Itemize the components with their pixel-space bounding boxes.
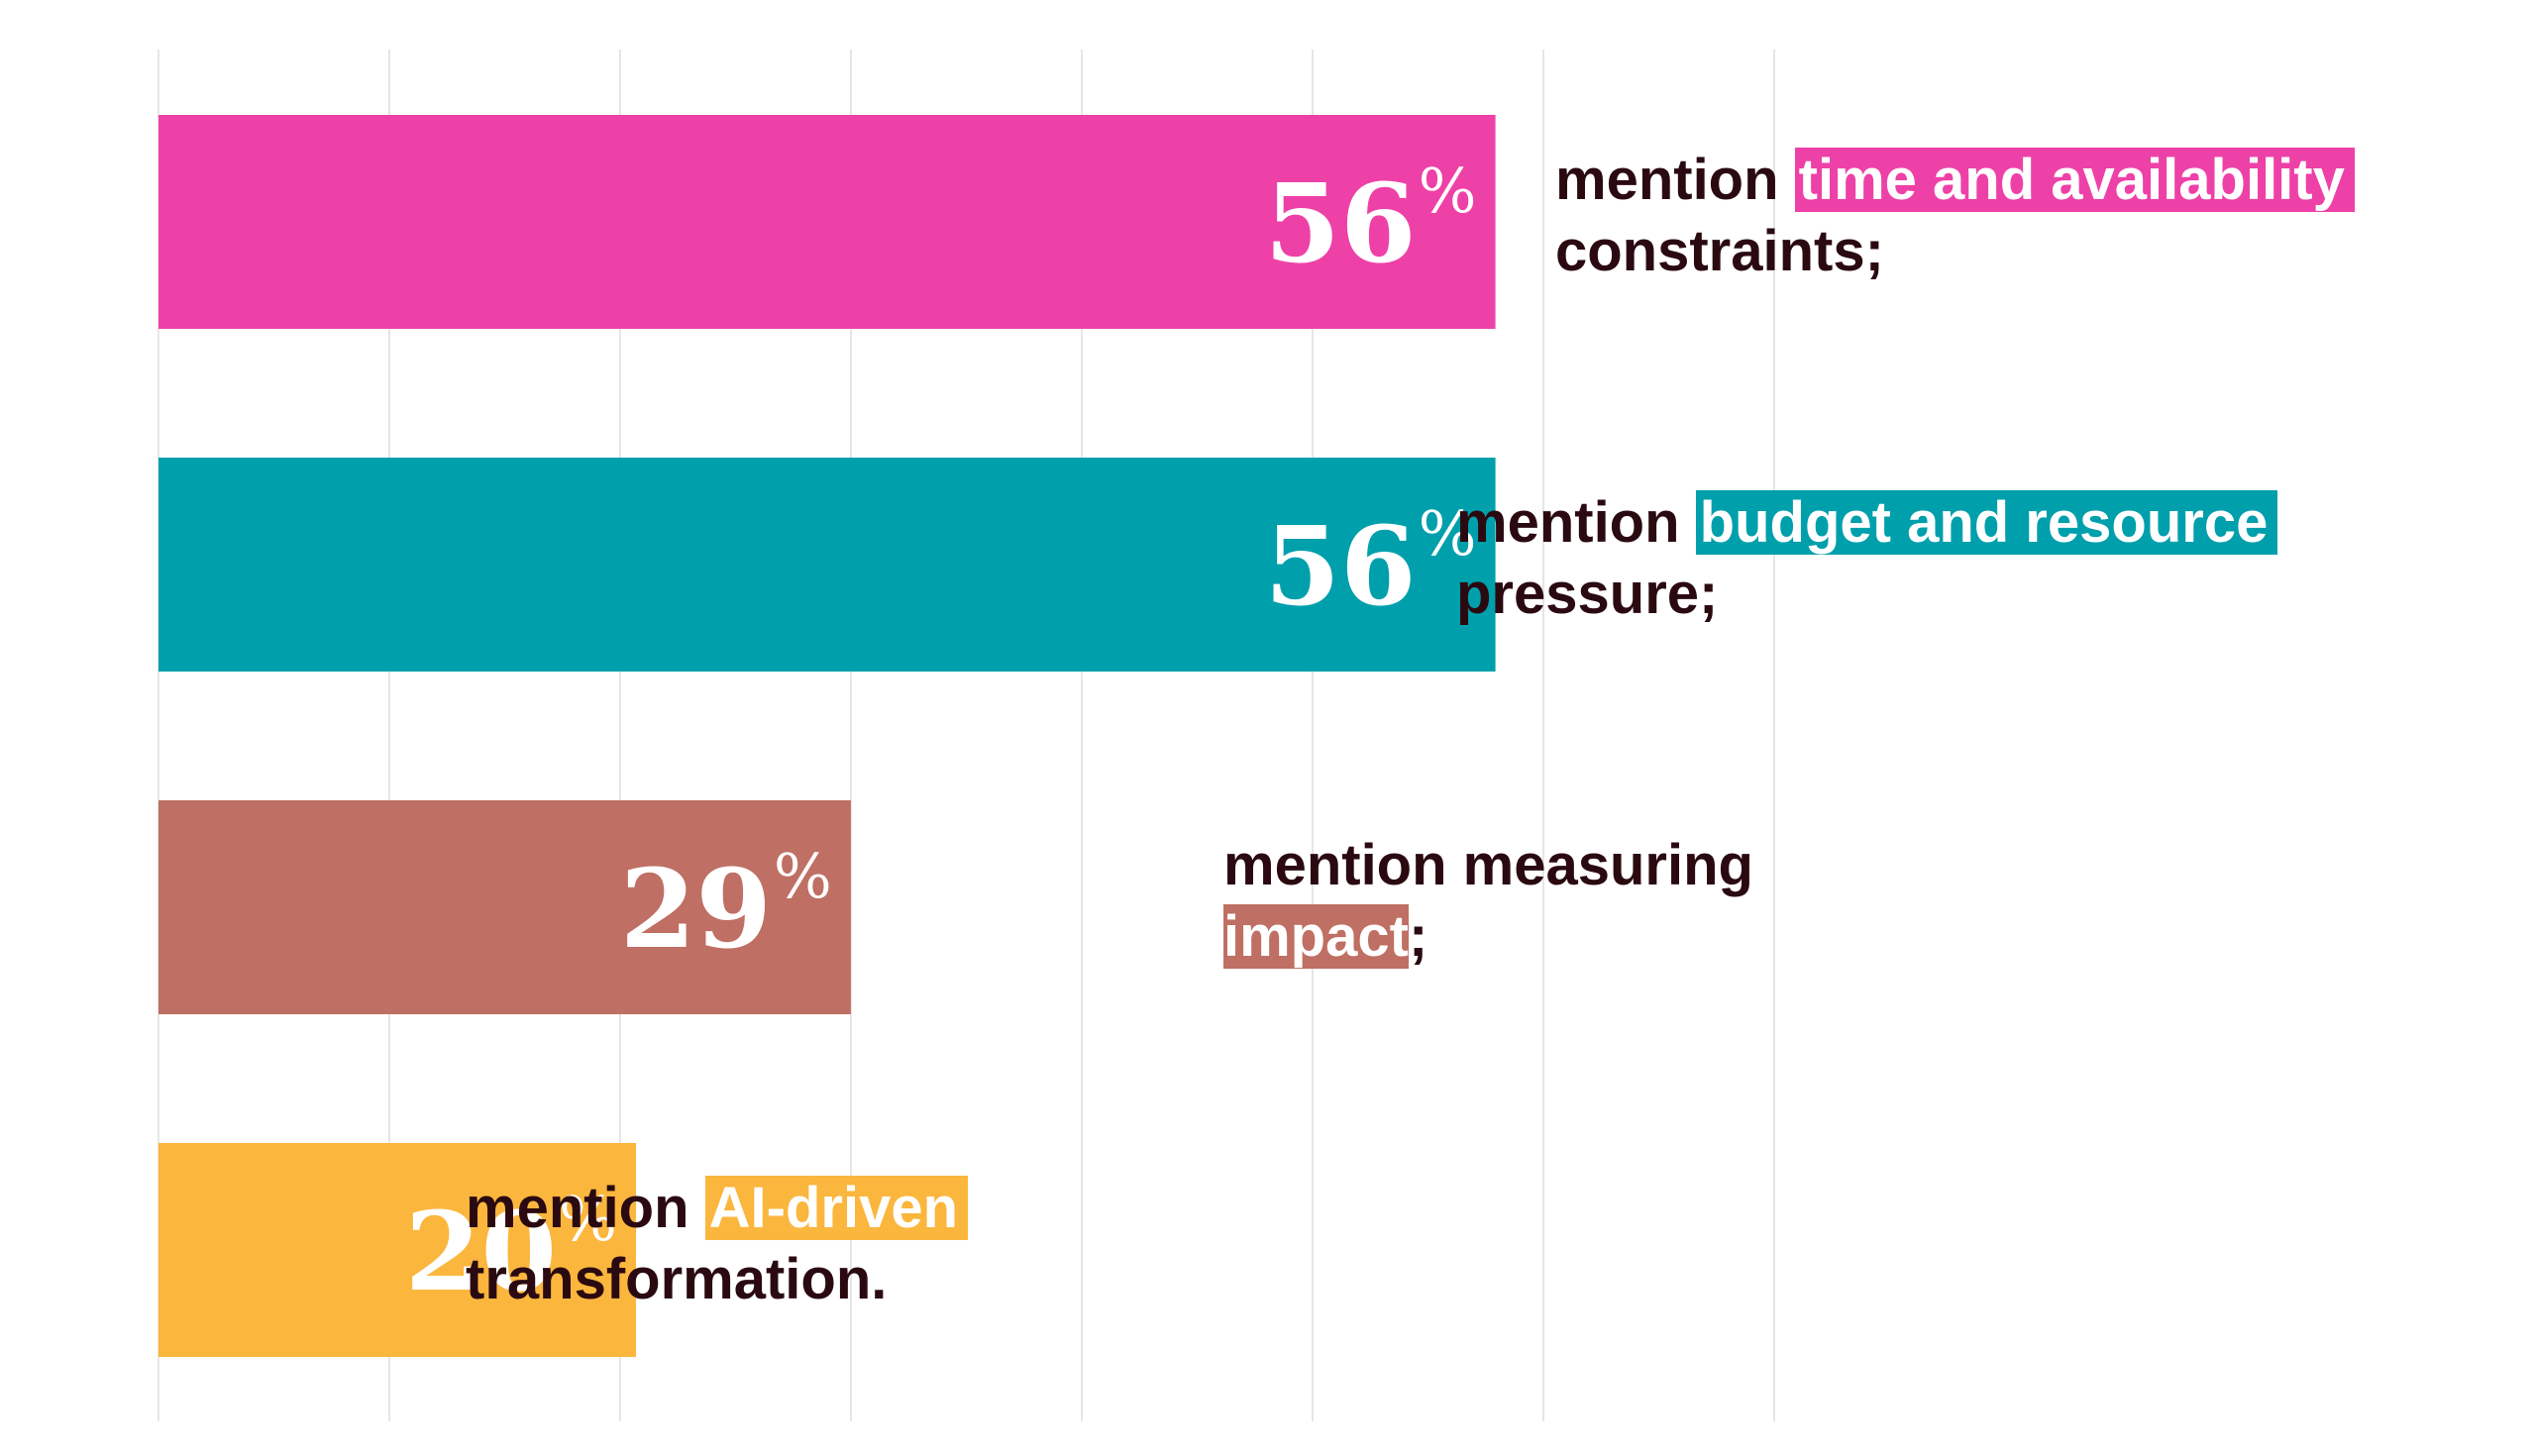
annotation-prefix: mention [1456, 490, 1696, 555]
bars [158, 115, 1496, 1357]
annotation-highlight: impact [1223, 904, 1409, 969]
annotation-prefix: mention [466, 1176, 705, 1240]
annotation-prefix: mention [1555, 148, 1795, 212]
bar [158, 115, 1496, 329]
annotation-highlight: AI-driven [704, 1176, 969, 1240]
value-label: 56 [1265, 159, 1417, 287]
annotation-prefix: mention measuring [1223, 833, 1753, 897]
annotation-line-2-text: transformation. [466, 1247, 888, 1311]
annotation-line-1: mention time and availability [1555, 145, 2355, 216]
bar [158, 458, 1496, 672]
annotation-line-1: mention AI-driven [466, 1173, 969, 1244]
bar [158, 1143, 636, 1357]
annotation-line-2: constraints; [1555, 216, 2355, 287]
percent-sign: % [1419, 497, 1477, 570]
value-labels: 56%56%29%20% [405, 155, 1477, 1315]
annotation-line-1: mention budget and resource [1456, 487, 2278, 559]
value-label: 20 [405, 1188, 557, 1315]
value-label: 29 [620, 845, 772, 973]
annotation-line-2: pressure; [1456, 559, 2277, 630]
annotation-line-2-text: constraints; [1555, 219, 1884, 283]
annotation-line-2: impact; [1223, 901, 1753, 973]
percent-sign: % [1419, 155, 1477, 227]
percent-sign: % [559, 1183, 617, 1255]
annotation-highlight: time and availability [1794, 148, 2355, 212]
annotation-line-1: mention measuring [1223, 830, 1753, 901]
annotation-line-2: transformation. [466, 1244, 968, 1315]
annotation-line-2-text: ; [1408, 904, 1428, 969]
annotation-highlight: budget and resource [1695, 490, 2278, 555]
percent-sign: % [774, 840, 832, 912]
annotation-line-2-text: pressure; [1456, 562, 1719, 626]
bar [158, 800, 851, 1014]
value-label: 56 [1265, 502, 1417, 630]
